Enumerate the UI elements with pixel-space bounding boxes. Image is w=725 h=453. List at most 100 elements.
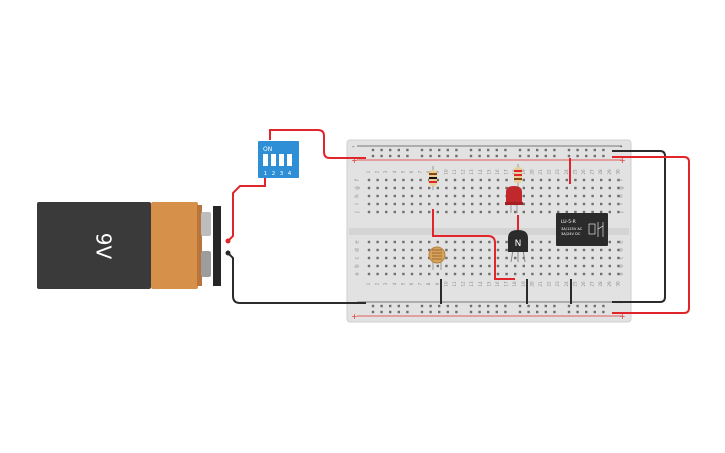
rail-hole[interactable]: [389, 148, 392, 152]
terminal-hole[interactable]: [393, 272, 396, 276]
terminal-hole[interactable]: [488, 194, 491, 198]
terminal-hole[interactable]: [617, 264, 620, 268]
rail-hole[interactable]: [455, 304, 458, 308]
rail-hole[interactable]: [527, 154, 530, 158]
rail-hole[interactable]: [593, 154, 596, 158]
rail-hole[interactable]: [576, 310, 579, 314]
terminal-hole[interactable]: [522, 194, 525, 198]
terminal-hole[interactable]: [539, 264, 543, 268]
led-red[interactable]: [505, 186, 523, 213]
rail-hole[interactable]: [389, 304, 392, 308]
terminal-hole[interactable]: [496, 248, 500, 252]
terminal-hole[interactable]: [436, 272, 439, 276]
terminal-hole[interactable]: [496, 186, 500, 190]
terminal-hole[interactable]: [402, 210, 405, 214]
terminal-hole[interactable]: [531, 186, 534, 190]
terminal-hole[interactable]: [608, 186, 611, 190]
rail-hole[interactable]: [429, 148, 432, 152]
terminal-hole[interactable]: [453, 202, 457, 206]
terminal-hole[interactable]: [471, 194, 474, 198]
terminal-hole[interactable]: [367, 248, 371, 252]
wire-battery-to-switch[interactable]: [227, 178, 266, 242]
terminal-hole[interactable]: [617, 256, 620, 260]
rail-hole[interactable]: [495, 154, 498, 158]
terminal-hole[interactable]: [385, 256, 388, 260]
terminal-hole[interactable]: [445, 178, 448, 182]
terminal-hole[interactable]: [410, 194, 414, 198]
rail-hole[interactable]: [544, 310, 547, 314]
rail-hole[interactable]: [553, 148, 556, 152]
rail-hole[interactable]: [593, 304, 596, 308]
rail-hole[interactable]: [397, 304, 400, 308]
terminal-hole[interactable]: [608, 248, 611, 252]
terminal-hole[interactable]: [514, 210, 517, 214]
terminal-hole[interactable]: [565, 210, 568, 214]
terminal-hole[interactable]: [548, 256, 551, 260]
terminal-hole[interactable]: [419, 178, 422, 182]
relay[interactable]: LU-5-R 3A/125V AC 3A/24V DC: [556, 213, 608, 246]
terminal-hole[interactable]: [548, 202, 551, 206]
terminal-hole[interactable]: [617, 240, 620, 244]
terminal-hole[interactable]: [445, 272, 448, 276]
terminal-hole[interactable]: [428, 272, 431, 276]
terminal-hole[interactable]: [436, 194, 439, 198]
terminal-hole[interactable]: [496, 178, 500, 182]
terminal-hole[interactable]: [462, 240, 465, 244]
rail-hole[interactable]: [438, 154, 441, 158]
rail-hole[interactable]: [371, 154, 375, 158]
terminal-hole[interactable]: [410, 264, 414, 268]
terminal-hole[interactable]: [453, 240, 457, 244]
terminal-hole[interactable]: [600, 248, 603, 252]
rail-hole[interactable]: [536, 304, 539, 308]
terminal-hole[interactable]: [445, 256, 448, 260]
terminal-hole[interactable]: [574, 194, 577, 198]
rail-hole[interactable]: [371, 310, 375, 314]
terminal-hole[interactable]: [548, 272, 551, 276]
terminal-hole[interactable]: [574, 272, 577, 276]
terminal-hole[interactable]: [462, 256, 465, 260]
terminal-hole[interactable]: [376, 210, 379, 214]
rail-hole[interactable]: [602, 154, 605, 158]
rail-hole[interactable]: [553, 304, 556, 308]
rail-hole[interactable]: [593, 310, 596, 314]
terminal-hole[interactable]: [514, 272, 517, 276]
terminal-hole[interactable]: [367, 202, 371, 206]
terminal-hole[interactable]: [385, 194, 388, 198]
rail-hole[interactable]: [567, 310, 571, 314]
terminal-hole[interactable]: [548, 248, 551, 252]
terminal-hole[interactable]: [505, 248, 508, 252]
terminal-hole[interactable]: [479, 194, 482, 198]
terminal-hole[interactable]: [488, 272, 491, 276]
breadboard-holes[interactable]: [367, 148, 620, 314]
rail-hole[interactable]: [527, 310, 530, 314]
terminal-hole[interactable]: [505, 272, 508, 276]
terminal-hole[interactable]: [522, 186, 525, 190]
rail-hole[interactable]: [518, 310, 522, 314]
resistor-1[interactable]: [429, 166, 437, 190]
terminal-hole[interactable]: [402, 248, 405, 252]
terminal-hole[interactable]: [565, 202, 568, 206]
terminal-hole[interactable]: [522, 178, 525, 182]
rail-hole[interactable]: [380, 148, 383, 152]
terminal-hole[interactable]: [367, 194, 371, 198]
rail-hole[interactable]: [487, 154, 490, 158]
terminal-hole[interactable]: [462, 202, 465, 206]
terminal-hole[interactable]: [402, 272, 405, 276]
terminal-hole[interactable]: [548, 178, 551, 182]
terminal-hole[interactable]: [385, 272, 388, 276]
terminal-hole[interactable]: [479, 256, 482, 260]
terminal-hole[interactable]: [617, 178, 620, 182]
terminal-hole[interactable]: [402, 264, 405, 268]
terminal-hole[interactable]: [565, 264, 568, 268]
rail-hole[interactable]: [406, 148, 409, 152]
terminal-hole[interactable]: [376, 194, 379, 198]
terminal-hole[interactable]: [385, 264, 388, 268]
terminal-hole[interactable]: [436, 186, 439, 190]
terminal-hole[interactable]: [367, 178, 371, 182]
terminal-hole[interactable]: [600, 202, 603, 206]
terminal-hole[interactable]: [479, 264, 482, 268]
terminal-hole[interactable]: [582, 272, 586, 276]
terminal-hole[interactable]: [565, 256, 568, 260]
terminal-hole[interactable]: [479, 178, 482, 182]
terminal-hole[interactable]: [608, 272, 611, 276]
